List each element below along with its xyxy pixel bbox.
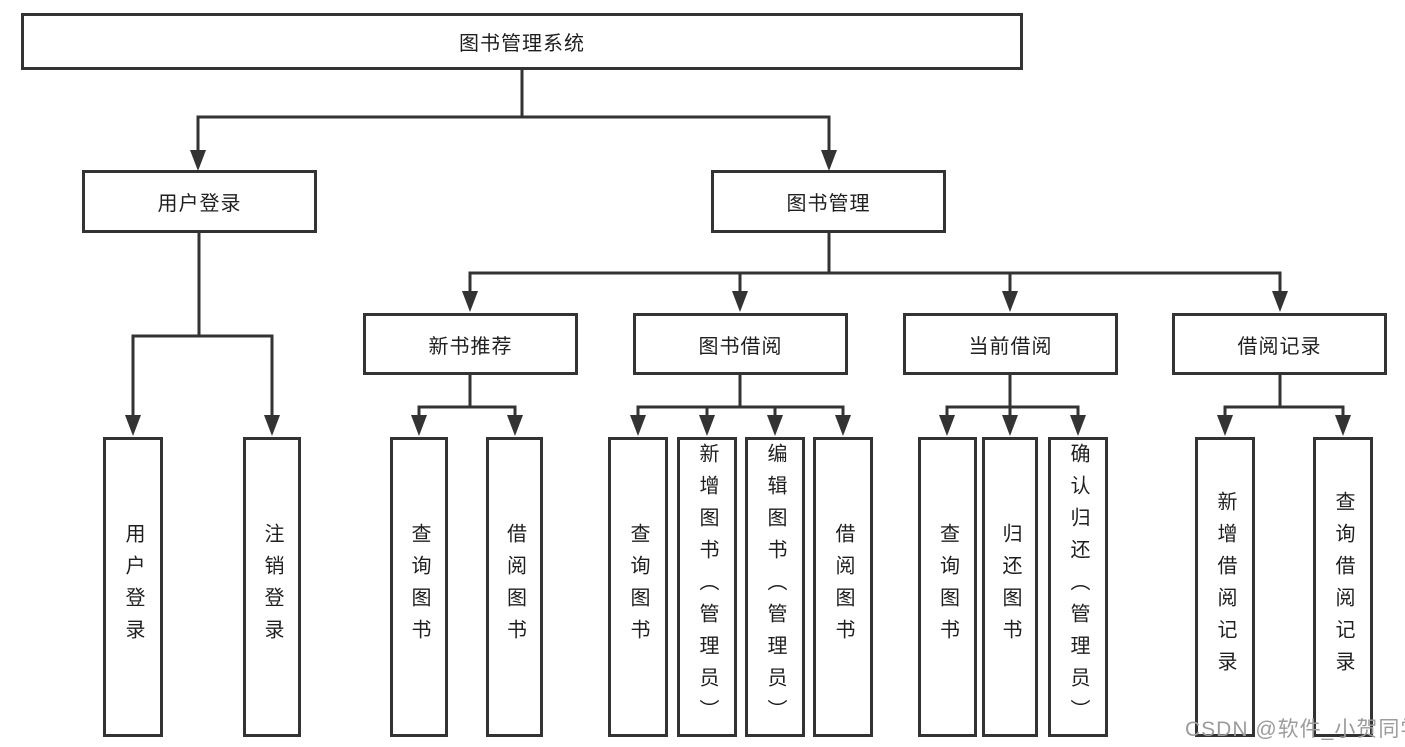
leaf-query-borrow-record: 查询借阅记录: [1313, 437, 1373, 737]
leaf-label: 编辑图书（管理员）: [764, 443, 786, 731]
leaf-return-book: 归还图书: [982, 437, 1038, 737]
leaf-borrow-books-2: 借阅图书: [813, 437, 873, 737]
leaf-label: 注销登录: [261, 523, 283, 651]
tree-lines: [131, 70, 1345, 417]
leaf-user-login: 用户登录: [103, 437, 163, 737]
leaf-label: 新增图书（管理员）: [696, 443, 718, 731]
node-root: 图书管理系统: [21, 13, 1023, 70]
leaf-label: 借阅图书: [832, 523, 854, 651]
leaf-label: 查询图书: [627, 523, 649, 651]
arrowheads: [125, 150, 1351, 436]
leaf-logout: 注销登录: [243, 437, 301, 737]
leaf-label: 新增借阅记录: [1214, 491, 1236, 683]
node-new-book-recommend: 新书推荐: [363, 313, 578, 375]
leaf-label: 查询借阅记录: [1332, 491, 1354, 683]
node-book-borrowing: 图书借阅: [633, 313, 848, 375]
watermark: CSDN @软件_小贺同学: [1185, 718, 1405, 741]
leaf-label: 确认归还（管理员）: [1067, 443, 1089, 731]
leaf-label: 查询图书: [408, 523, 430, 651]
leaf-query-books-2: 查询图书: [608, 437, 668, 737]
leaf-label: 用户登录: [122, 523, 144, 651]
leaf-confirm-return-admin: 确认归还（管理员）: [1048, 437, 1108, 737]
node-user-login: 用户登录: [82, 170, 317, 233]
node-book-management: 图书管理: [711, 170, 946, 233]
leaf-query-books-3: 查询图书: [918, 437, 977, 737]
leaf-label: 归还图书: [999, 523, 1021, 651]
leaf-label: 查询图书: [936, 523, 959, 651]
leaf-query-books-1: 查询图书: [390, 437, 448, 737]
leaf-edit-book-admin: 编辑图书（管理员）: [745, 437, 805, 737]
leaf-label: 借阅图书: [503, 523, 526, 651]
leaf-add-borrow-record: 新增借阅记录: [1195, 437, 1255, 737]
leaf-add-book-admin: 新增图书（管理员）: [677, 437, 737, 737]
node-current-borrowing: 当前借阅: [903, 313, 1118, 375]
node-borrowing-records: 借阅记录: [1172, 313, 1387, 375]
leaf-borrow-books-1: 借阅图书: [486, 437, 543, 737]
